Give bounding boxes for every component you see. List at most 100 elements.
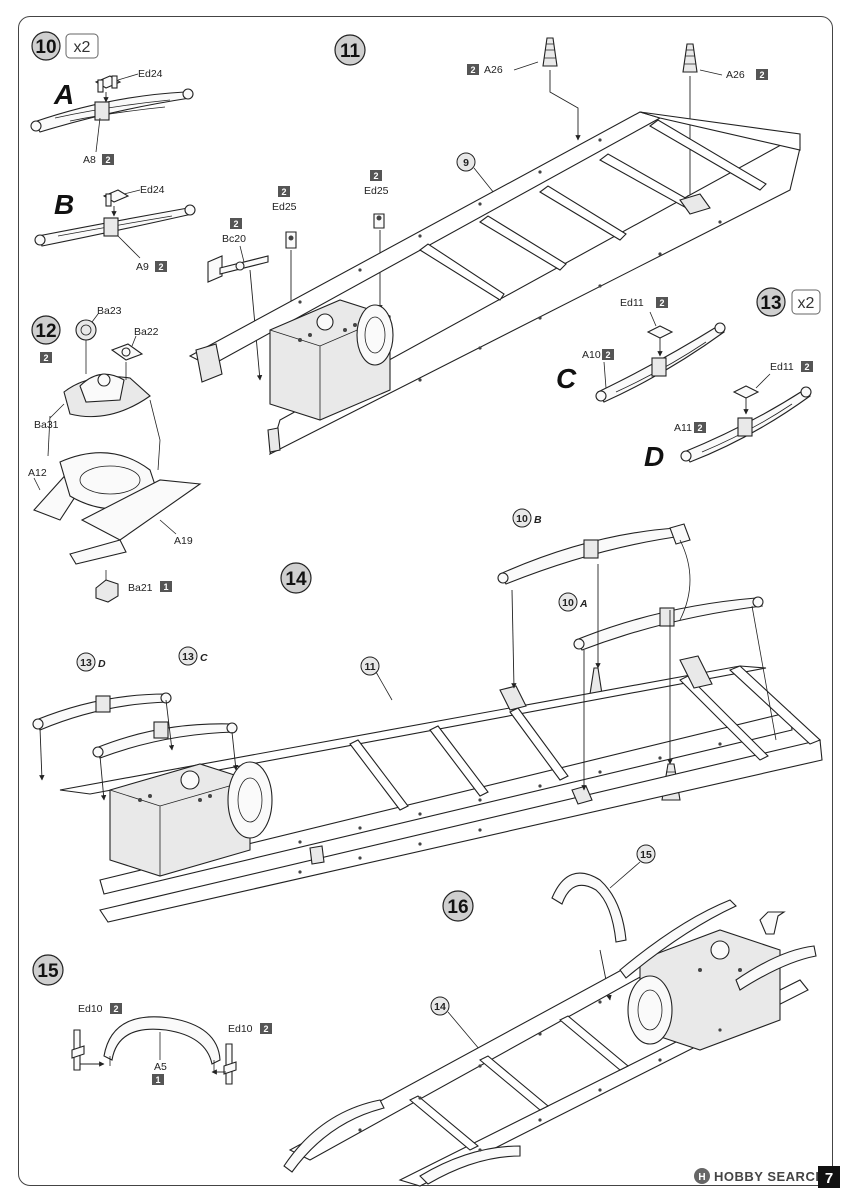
ref-10a-letter: A <box>579 598 588 610</box>
label-ed10-right: Ed10 <box>228 1023 253 1035</box>
shaft-bc20 <box>207 255 269 283</box>
step-12-number: 12 <box>35 321 56 342</box>
housing-ba31 <box>63 373 151 418</box>
variant-a-letter: A <box>53 79 74 110</box>
chassis-frame-step11 <box>188 111 801 456</box>
page-border <box>18 16 833 1186</box>
label-ba23: Ba23 <box>97 305 122 317</box>
label-a12: A12 <box>28 467 47 479</box>
step-11: 11 2 A26 A26 2 2 Ed25 2 Ed2 <box>188 34 801 456</box>
svg-text:H: H <box>698 1172 705 1183</box>
qty-a26-left: 2 <box>470 65 475 75</box>
label-a8: A8 <box>83 154 96 166</box>
qty-ed10-left: 2 <box>113 1004 118 1014</box>
page-number-tag: 7 <box>825 1170 833 1187</box>
label-a26-right: A26 <box>726 69 745 81</box>
qty-a11: 2 <box>697 423 702 433</box>
ref-13d-number: 13 <box>80 657 92 669</box>
step-12: 12 2 Ba23 Ba22 Ba31 <box>28 305 202 603</box>
bump-stop-front <box>589 667 603 695</box>
clamp-ed24-b <box>102 189 130 217</box>
qty-bc20: 2 <box>233 219 238 229</box>
ref-10b-letter: B <box>534 514 542 526</box>
leaf-spring-a11 <box>680 386 812 463</box>
label-ed24-a: Ed24 <box>138 68 163 80</box>
label-a19: A19 <box>174 535 193 547</box>
label-ed11-d: Ed11 <box>770 361 794 373</box>
qty-a5: 1 <box>155 1075 160 1085</box>
label-bc20: Bc20 <box>222 233 246 245</box>
step-16: 16 15 14 <box>283 844 817 1187</box>
label-ba22: Ba22 <box>134 326 159 338</box>
ref-14-number: 14 <box>434 1001 446 1013</box>
plug-ba21 <box>95 579 119 603</box>
spring-10b <box>497 523 691 585</box>
bracket-ed25-left <box>285 231 297 249</box>
cap-ba23 <box>75 319 97 341</box>
ref-10b-number: 10 <box>516 513 528 525</box>
chassis-frame-step16 <box>283 899 817 1187</box>
qty-ed10-right: 2 <box>263 1024 268 1034</box>
step-16-number: 16 <box>447 897 468 918</box>
bracket-ed10-left <box>71 1029 105 1071</box>
bracket-ed10-right <box>211 1043 237 1085</box>
step-10-multiplier: x2 <box>74 39 91 56</box>
spring-13d <box>32 692 172 731</box>
cover-ba22 <box>110 343 144 361</box>
qty-a9: 2 <box>158 262 163 272</box>
label-a10: A10 <box>582 349 601 361</box>
leaf-spring-a10 <box>595 322 726 403</box>
leaf-spring-a9 <box>34 204 196 247</box>
leaf-spring-a8 <box>30 88 194 133</box>
qty-ed25-right: 2 <box>373 171 378 181</box>
bump-stop-a26-left <box>542 37 558 67</box>
clamp-ed24-a <box>94 75 122 103</box>
qty-a8: 2 <box>105 155 110 165</box>
step-14-number: 14 <box>285 569 307 590</box>
step-13: 13 x2 Ed11 2 C A10 2 Ed11 2 D <box>556 287 821 472</box>
label-a9: A9 <box>136 261 149 273</box>
clamp-ed11-c <box>646 325 674 357</box>
step-10-number: 10 <box>35 37 56 58</box>
chassis-frame-step14 <box>59 655 823 923</box>
label-ed10-left: Ed10 <box>78 1003 103 1015</box>
step-11-number: 11 <box>340 41 361 62</box>
ref-11-number: 11 <box>364 661 375 673</box>
ref-15-number: 15 <box>640 849 652 861</box>
step-10-badge: 10 x2 <box>31 31 99 61</box>
step-13-multiplier: x2 <box>798 295 815 312</box>
ref-13c-number: 13 <box>182 651 194 663</box>
ref-13c-letter: C <box>200 652 208 664</box>
label-a26-left: A26 <box>484 64 503 76</box>
frame-ref-9: 9 <box>463 157 469 169</box>
step-15-number: 15 <box>37 961 59 982</box>
step-10: 10 x2 A Ed24 A8 2 B <box>30 31 196 273</box>
label-a11: A11 <box>674 422 692 434</box>
ref-10a-number: 10 <box>562 597 574 609</box>
step-14: 14 10 B 10 A 13 D 13 C 11 <box>32 508 823 923</box>
qty-ed25-left: 2 <box>281 187 286 197</box>
variant-d-letter: D <box>644 441 664 472</box>
label-ed25-right: Ed25 <box>364 185 389 197</box>
qty-a10: 2 <box>605 350 610 360</box>
label-a5: A5 <box>154 1061 167 1073</box>
step-13-number: 13 <box>760 293 781 314</box>
spring-10a <box>573 596 764 651</box>
qty-ed11-d: 2 <box>804 362 809 372</box>
step-15: 15 Ed10 2 Ed10 2 A5 1 <box>32 954 272 1085</box>
watermark: H HOBBY SEARCH 7 <box>694 1166 840 1188</box>
qty-ba21: 1 <box>163 582 168 592</box>
ref-13d-letter: D <box>98 658 106 670</box>
qty-ed11-c: 2 <box>659 298 664 308</box>
axle-a12-a19 <box>33 452 202 565</box>
variant-b-letter: B <box>54 189 74 220</box>
bracket-ed25-right <box>373 213 385 229</box>
qty-a26-right: 2 <box>759 70 764 80</box>
spring-13c <box>92 721 238 759</box>
watermark-text: HOBBY SEARCH <box>714 1169 825 1184</box>
bump-stop-a26-right <box>682 43 698 73</box>
label-ba31: Ba31 <box>34 419 59 431</box>
qty-step-12: 2 <box>43 353 48 363</box>
